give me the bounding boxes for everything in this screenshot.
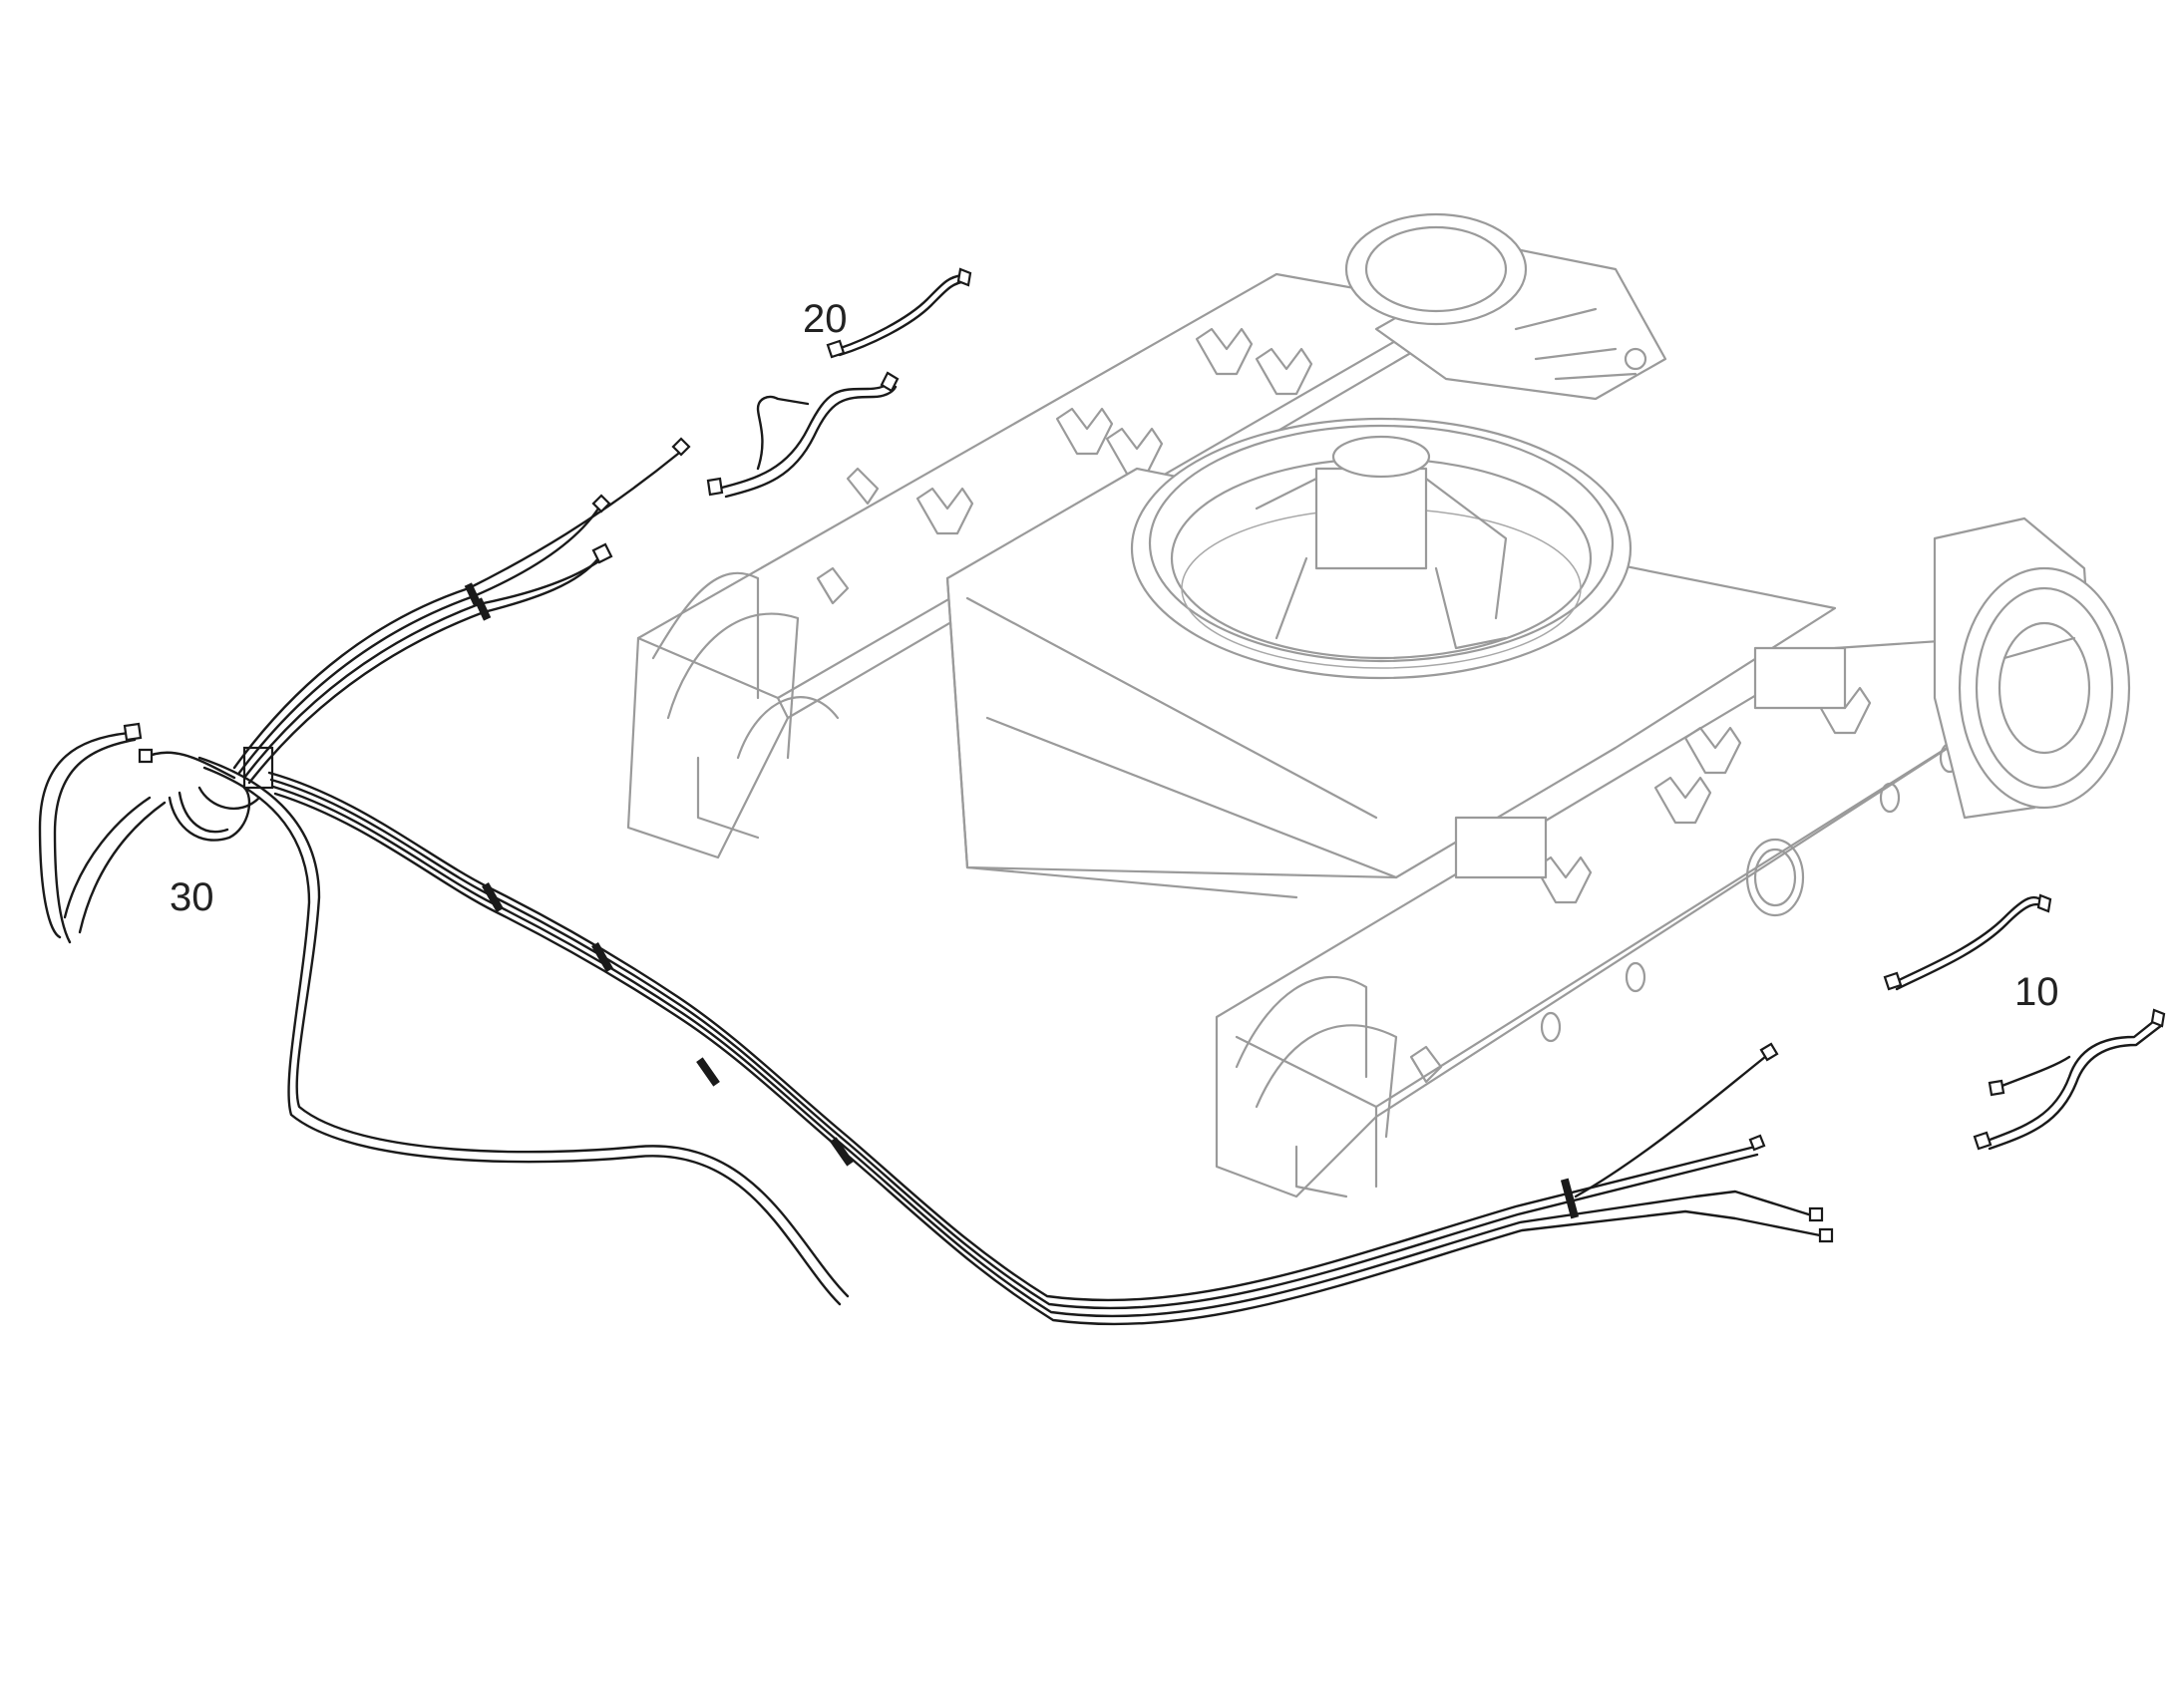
callout-label-30: 30 [170,875,214,919]
hose-left-loops [38,722,261,944]
hose-bundle-long [267,771,1834,1326]
callout-label-20: 20 [803,297,848,341]
manifold-block [242,746,274,790]
front-drive-sprocket [1933,516,2131,820]
undercarriage-frame [626,212,2131,1198]
hose-assembly-10 [1883,893,2166,1151]
right-track-frame [1215,636,1997,1198]
hose-assembly-20 [706,267,972,499]
hose-bundle-upper [232,437,691,785]
hose-lower-loop [197,756,850,1306]
slewing-ring [1130,417,1633,680]
rear-drive-sprocket [1344,212,1667,401]
hose-assembly-30 [38,437,1834,1326]
callout-label-10: 10 [2014,970,2059,1014]
